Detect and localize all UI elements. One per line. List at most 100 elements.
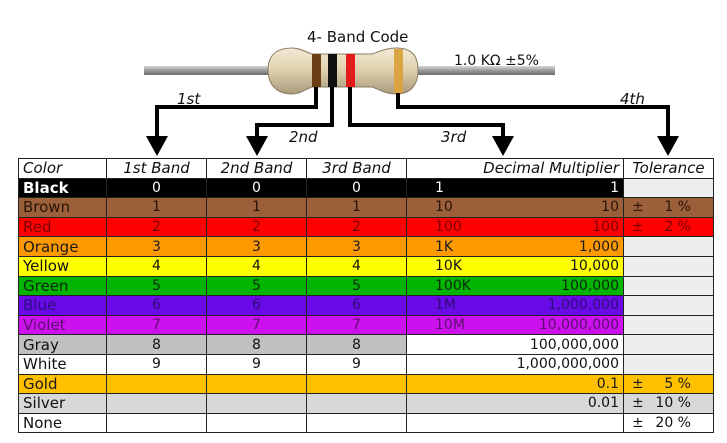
multiplier-long: 100,000 xyxy=(561,277,619,294)
resistor-lead-left xyxy=(144,66,274,75)
second-band-cell: 0 xyxy=(206,177,307,199)
tolerance-sign: ± xyxy=(632,395,644,412)
color-name-cell: Brown xyxy=(18,197,107,218)
first-band-cell xyxy=(106,412,207,434)
table-row: None ±20 % xyxy=(18,412,714,434)
second-band-cell: 3 xyxy=(206,236,307,257)
tolerance-cell xyxy=(623,275,714,297)
multiplier-long: 1,000,000,000 xyxy=(516,356,619,373)
third-band-cell: 0 xyxy=(306,177,407,199)
tolerance-value: 5 % xyxy=(664,375,691,392)
multiplier-short: 100K xyxy=(435,277,471,294)
first-band-cell: 4 xyxy=(106,255,207,277)
third-band-cell: 9 xyxy=(306,353,407,375)
diagram-title: 4- Band Code xyxy=(307,28,409,46)
third-band-cell: 5 xyxy=(306,275,407,297)
color-name-cell: Black xyxy=(18,177,107,199)
multiplier-short: 100 xyxy=(435,219,462,236)
table-header-row: Color 1st Band 2nd Band 3rd Band Decimal… xyxy=(18,158,714,179)
third-band-cell xyxy=(306,393,407,414)
multiplier-long: 100,000,000 xyxy=(529,336,619,353)
color-band-3 xyxy=(346,54,355,87)
second-band-cell: 4 xyxy=(206,255,307,277)
color-name-cell: Silver xyxy=(18,393,107,414)
tolerance-sign: ± xyxy=(632,375,644,392)
tolerance-cell: ±20 % xyxy=(623,412,714,434)
multiplier-long: 10,000 xyxy=(570,258,619,275)
multiplier-short: 10M xyxy=(435,317,465,334)
first-band-cell: 3 xyxy=(106,236,207,257)
third-band-cell xyxy=(306,412,407,434)
third-band-cell: 1 xyxy=(306,197,407,218)
color-name-cell: Orange xyxy=(18,236,107,257)
tolerance-cell: ±2 % xyxy=(623,216,714,238)
multiplier-long: 0.1 xyxy=(596,375,619,392)
header-third-band: 3rd Band xyxy=(306,158,407,179)
arrow-label-3rd: 3rd xyxy=(441,128,467,146)
multiplier-short: 1K xyxy=(435,238,454,255)
second-band-cell: 5 xyxy=(206,275,307,297)
color-name-cell: Yellow xyxy=(18,255,107,277)
tolerance-value: 2 % xyxy=(664,219,691,236)
arrow-head-2nd xyxy=(246,136,268,156)
multiplier-short: 10 xyxy=(435,199,453,216)
tolerance-cell xyxy=(623,236,714,257)
third-band-cell xyxy=(306,373,407,395)
arrow-label-4th: 4th xyxy=(620,90,645,108)
multiplier-long: 1,000 xyxy=(578,238,619,255)
first-band-cell: 1 xyxy=(106,197,207,218)
multiplier-long: 100 xyxy=(592,219,619,236)
arrow-label-1st: 1st xyxy=(177,90,201,108)
second-band-cell: 7 xyxy=(206,314,307,336)
tolerance-value: 1 % xyxy=(664,199,691,216)
tolerance-value: 10 % xyxy=(655,395,691,412)
multiplier-short xyxy=(411,355,435,373)
arrow-line-2nd xyxy=(255,87,334,138)
multiplier-cell: 1,000,000,000 xyxy=(406,353,624,375)
multiplier-cell: 10K 10,000 xyxy=(406,255,624,277)
color-band-2 xyxy=(328,54,337,87)
second-band-cell: 2 xyxy=(206,216,307,238)
second-band-cell: 8 xyxy=(206,334,307,355)
multiplier-long: 10,000,000 xyxy=(538,317,619,334)
header-multiplier: Decimal Multiplier xyxy=(406,158,624,179)
tolerance-cell xyxy=(623,255,714,277)
color-band-4 xyxy=(394,49,403,93)
tolerance-cell xyxy=(623,314,714,336)
color-name-cell: White xyxy=(18,353,107,375)
header-second-band: 2nd Band xyxy=(206,158,307,179)
first-band-cell: 6 xyxy=(106,295,207,316)
resistor-lead-right xyxy=(410,66,555,75)
multiplier-cell: 0.1 xyxy=(406,373,624,395)
tolerance-sign: ± xyxy=(632,199,644,216)
tolerance-cell xyxy=(623,295,714,316)
first-band-cell: 9 xyxy=(106,353,207,375)
color-name-cell: None xyxy=(18,412,107,434)
tolerance-cell xyxy=(623,177,714,199)
arrow-line-1st xyxy=(155,87,318,138)
multiplier-short: 10K xyxy=(435,258,462,275)
color-band-1 xyxy=(312,54,321,87)
tolerance-cell xyxy=(623,353,714,375)
arrow-line-3rd xyxy=(348,87,505,138)
first-band-cell: 2 xyxy=(106,216,207,238)
first-band-cell: 7 xyxy=(106,314,207,336)
arrow-heads xyxy=(146,136,679,156)
second-band-cell: 6 xyxy=(206,295,307,316)
multiplier-short: 1 xyxy=(435,179,444,196)
multiplier-short xyxy=(411,336,435,354)
color-name-cell: Gray xyxy=(18,334,107,355)
third-band-cell: 4 xyxy=(306,255,407,277)
tolerance-cell: ±5 % xyxy=(623,373,714,395)
header-tolerance: Tolerance xyxy=(623,158,714,179)
multiplier-cell: 100,000,000 xyxy=(406,334,624,355)
